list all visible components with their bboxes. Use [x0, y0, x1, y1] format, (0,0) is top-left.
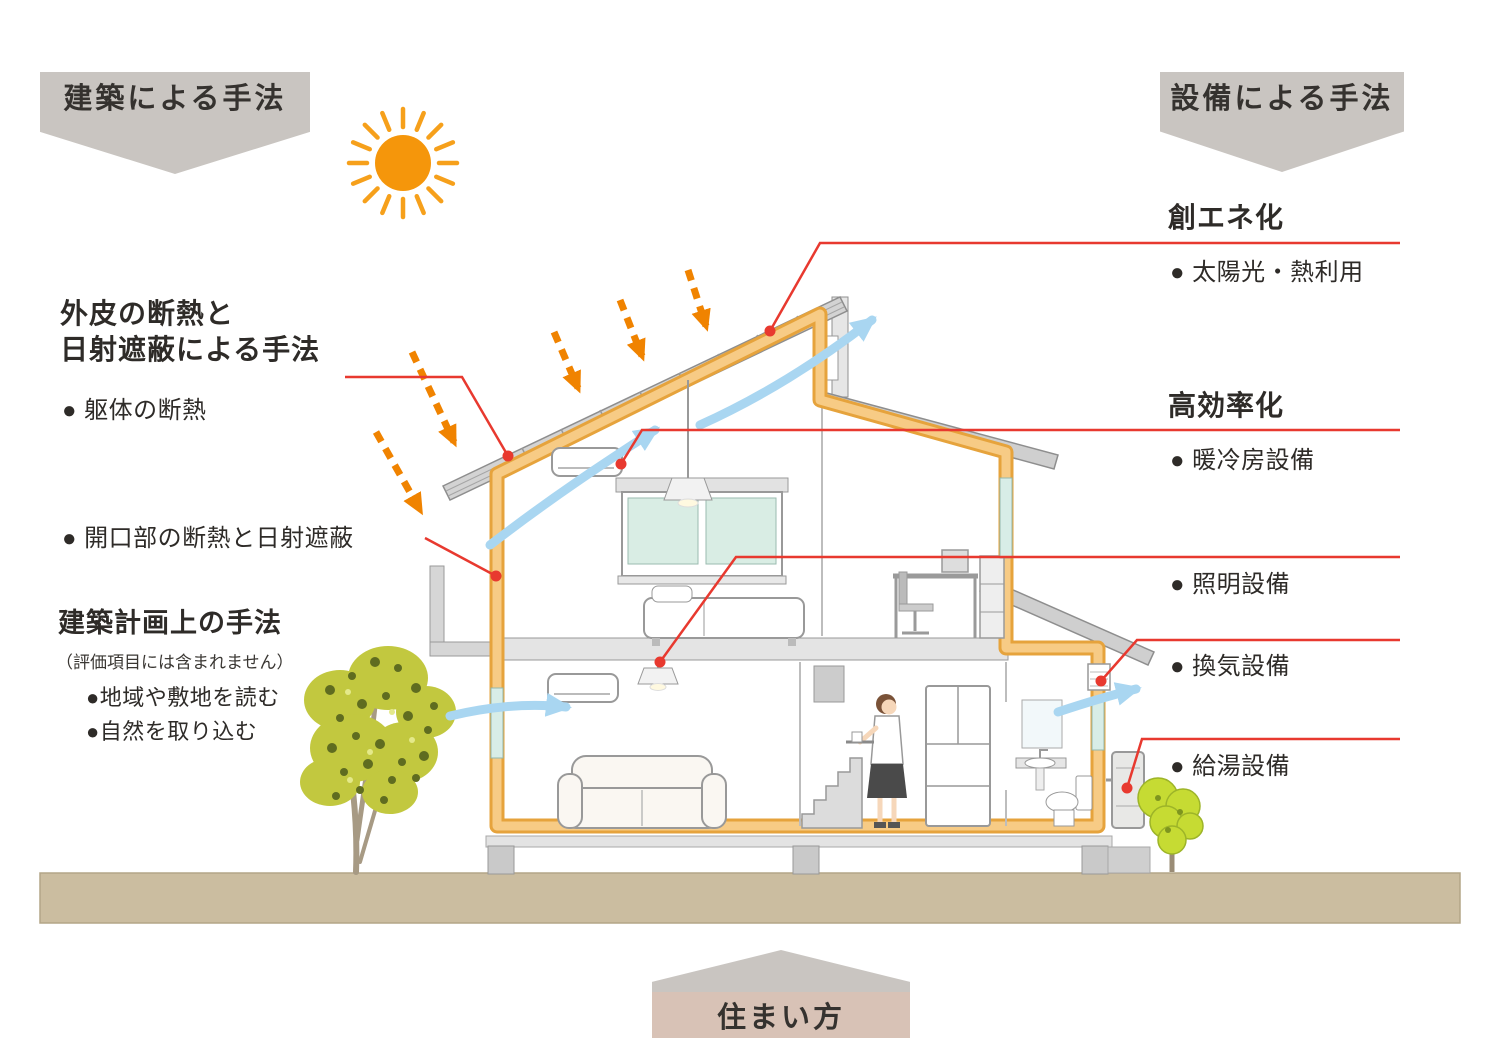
sofa	[557, 755, 727, 829]
banner-right-label: 設備による手法	[1170, 83, 1394, 115]
window-1f-right	[1091, 699, 1105, 751]
porch-wall	[429, 565, 498, 657]
pendant-light-1f	[637, 660, 679, 691]
interior-wall-1f	[799, 662, 1007, 826]
heading-energy-creation: 創エネ化	[1168, 202, 1285, 233]
annotation-lines	[345, 241, 1400, 789]
desk-and-chair	[893, 549, 1005, 639]
bullet-bring-nature: ●自然を取り込む	[86, 719, 258, 744]
second-floor-slab	[489, 637, 1009, 661]
banner-bottom-label: 住まい方	[716, 1002, 845, 1034]
bullet-lighting: ● 照明設備	[1170, 571, 1291, 598]
bullet-body-insulation: ● 躯体の断熱	[62, 397, 207, 424]
airflow-arrows	[445, 315, 1142, 721]
banner-left-label: 建築による手法	[63, 83, 287, 115]
bullet-solar: ● 太陽光・熱利用	[1170, 259, 1364, 286]
banner-equipment-methods: 設備による手法	[1160, 72, 1404, 120]
tree-right	[1137, 777, 1204, 872]
heading-envelope-line1: 外皮の断熱と	[60, 298, 235, 329]
bullet-hot-water: ● 給湯設備	[1170, 753, 1291, 780]
air-conditioner-1f	[547, 673, 619, 703]
foundation	[485, 835, 1151, 875]
banner-living-style: 住まい方	[652, 992, 910, 1038]
heading-architectural-planning: 建築計画上の手法	[58, 608, 282, 638]
bullet-ventilation: ● 換気設備	[1170, 653, 1291, 680]
refrigerator	[925, 685, 991, 827]
staircase	[801, 665, 863, 829]
note-not-evaluated: （評価項目には含まれません）	[56, 653, 294, 672]
toilet	[1045, 775, 1093, 827]
person	[846, 694, 907, 828]
heading-high-efficiency: 高効率化	[1168, 390, 1285, 421]
ground	[39, 872, 1461, 924]
bullet-read-site: ●地域や敷地を読む	[86, 685, 280, 710]
bullet-opening-insulation: ● 開口部の断熱と日射遮蔽	[62, 525, 354, 552]
sun-icon	[346, 106, 460, 220]
window-2f-right	[999, 477, 1013, 559]
washbasin	[1015, 699, 1067, 791]
window-1f-left	[490, 687, 504, 759]
heading-envelope-line2: 日射遮蔽による手法	[60, 334, 321, 366]
bullet-heating-cooling: ● 暖冷房設備	[1170, 447, 1315, 474]
insulation-envelope	[489, 306, 1106, 834]
annotation-dots	[490, 325, 1133, 794]
solar-radiation-arrows	[372, 268, 711, 516]
heading-envelope-insulation: 外皮の断熱と 日射遮蔽による手法	[60, 296, 320, 369]
tree-left	[300, 646, 456, 875]
banner-architectural-methods: 建築による手法	[40, 72, 310, 120]
